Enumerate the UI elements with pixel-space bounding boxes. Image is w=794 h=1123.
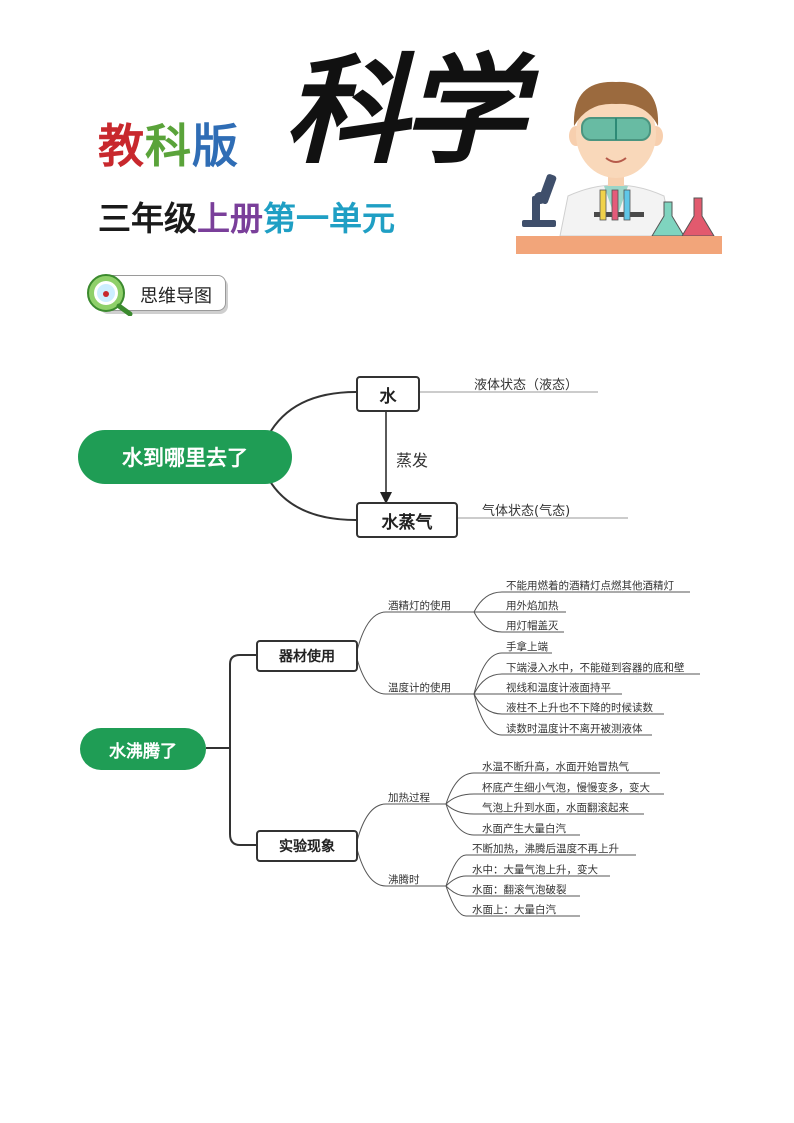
leaf-item: 手拿上端 [506, 641, 548, 653]
leaf-item: 水中：大量气泡上升，变大 [472, 864, 598, 876]
magnifier-icon [87, 274, 133, 316]
term-text: 上册 [197, 199, 263, 238]
leaf-item: 不能用燃着的酒精灯点燃其他酒精灯 [506, 580, 674, 592]
sub-boiling: 沸腾时 [388, 874, 420, 886]
map1-vapor-state: 气体状态(气态) [482, 504, 571, 519]
map2-branch-phenomena: 实验现象 [256, 830, 358, 862]
leaf-item: 用灯帽盖灭 [506, 620, 559, 632]
sub-alcohol-lamp: 酒精灯的使用 [388, 600, 451, 612]
map1-root: 水到哪里去了 [78, 430, 292, 484]
map1-water-state: 液体状态（液态） [474, 378, 579, 393]
leaf-item: 杯底产生细小气泡，慢慢变多，变大 [482, 782, 650, 794]
publisher-char-2: 科 [145, 119, 192, 173]
grade-unit-title: 三年级上册第一单元 [98, 192, 395, 240]
sub-thermometer: 温度计的使用 [388, 682, 451, 694]
grade-text: 三年级 [98, 199, 197, 238]
map1-process-label: 蒸发 [396, 451, 429, 470]
leaf-item: 气泡上升到水面，水面翻滚起来 [482, 802, 629, 814]
mind-map-badge: 思维导图 [84, 272, 226, 316]
map1-node-vapor: 水蒸气 [356, 502, 458, 538]
publisher-char-3: 版 [192, 119, 239, 173]
map2-root: 水沸腾了 [80, 728, 206, 770]
unit-text: 第一单元 [263, 199, 395, 238]
leaf-item: 不断加热，沸腾后温度不再上升 [472, 843, 619, 855]
badge-label: 思维导图 [140, 286, 212, 307]
leaf-item: 下端浸入水中，不能碰到容器的底和壁 [506, 662, 685, 674]
leaf-item: 水温不断升高，水面开始冒热气 [482, 761, 629, 773]
leaf-item: 水面：翻滚气泡破裂 [472, 884, 567, 896]
leaf-item: 视线和温度计液面持平 [506, 682, 611, 694]
leaf-item: 液柱不上升也不下降的时候读数 [506, 702, 653, 714]
leaf-item: 水面上：大量白汽 [472, 904, 556, 916]
publisher-char-1: 教 [98, 119, 145, 173]
leaf-item: 读数时温度计不离开被测液体 [506, 723, 643, 735]
scientist-illustration [516, 81, 722, 254]
publisher-title: 教科版 [98, 110, 239, 176]
sub-heating-process: 加热过程 [388, 792, 430, 804]
leaf-item: 水面产生大量白汽 [482, 823, 566, 835]
map2-branch-equipment: 器材使用 [256, 640, 358, 672]
map1-node-water: 水 [356, 376, 420, 412]
leaf-item: 用外焰加热 [506, 600, 559, 612]
